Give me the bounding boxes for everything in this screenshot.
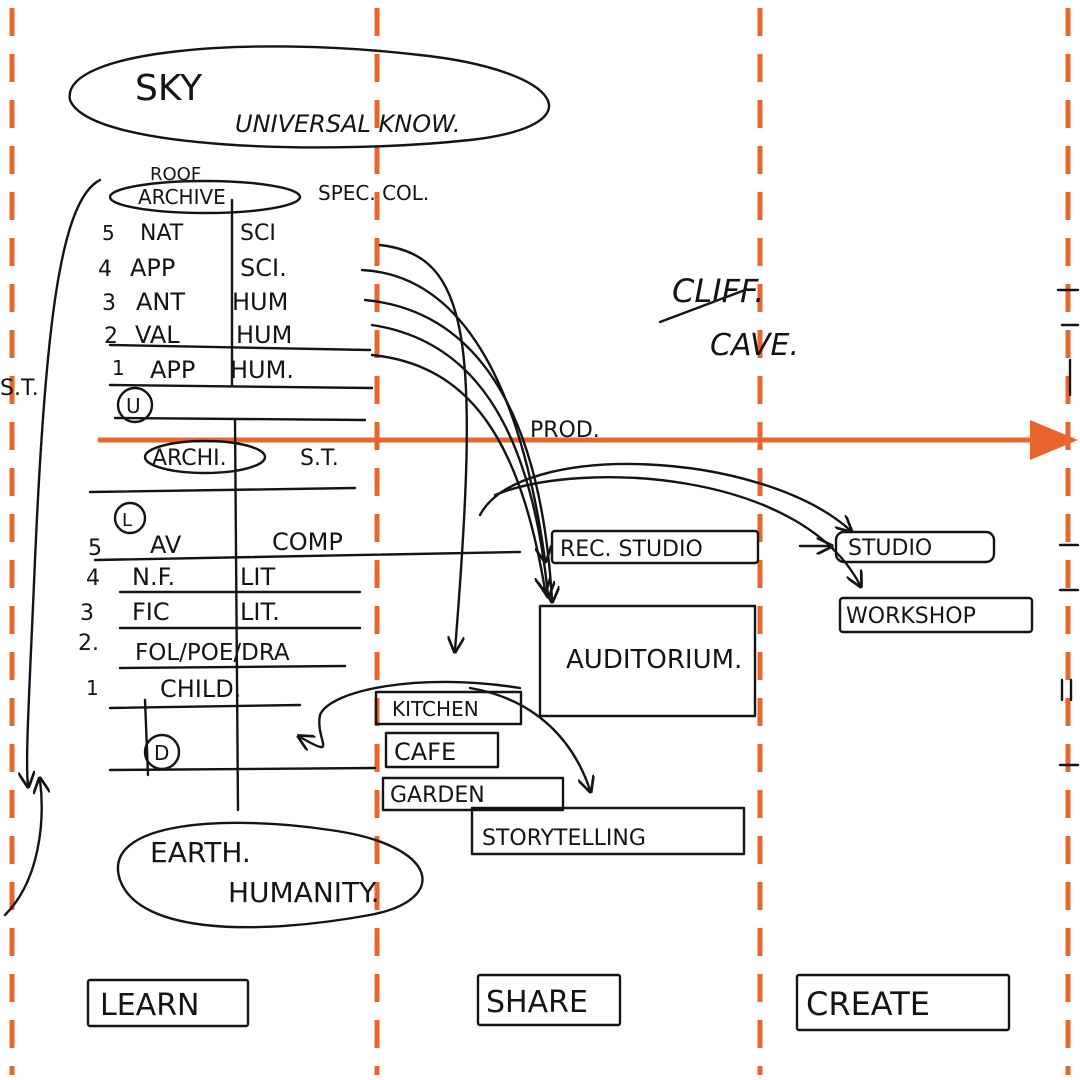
auditorium-box [538, 604, 757, 718]
upper-shelf-left: VAL [135, 321, 180, 349]
earth-label: EARTH. [150, 836, 251, 869]
lower-shelf-left: N.F. [132, 563, 175, 591]
lower-shelf-num: 5 [88, 536, 102, 561]
lower-shelf-left: FOL/POE/DRA [135, 640, 290, 666]
sky-cloud [68, 45, 551, 149]
learn-box [86, 978, 250, 1028]
horizon-arrow [98, 420, 1078, 460]
upper-shelf-left: APP [130, 254, 175, 282]
universal-knowledge-label: UNIVERSAL KNOW. [235, 110, 461, 138]
lower-shelf-num: 1 [86, 676, 99, 700]
upper-shelf-right: HUM. [230, 356, 294, 384]
cafe-box [384, 731, 500, 769]
rec-studio-label: REC. STUDIO [560, 537, 703, 562]
auditorium-label: AUDITORIUM. [566, 645, 742, 675]
studio-box [834, 530, 996, 564]
lower-shelf-left: AV [150, 531, 182, 559]
lower-shelf-num: 2. [78, 631, 99, 656]
storytelling-label: STORYTELLING [482, 826, 646, 851]
archi-oval [143, 439, 267, 475]
upper-shelf-left: APP [150, 356, 195, 384]
upper-shelf-num: 1 [112, 356, 125, 380]
kitchen-box [374, 690, 523, 726]
spec-col-label: SPEC. COL. [318, 181, 429, 205]
zone-learn-label: LEARN [100, 988, 199, 1023]
workshop-label: WORKSHOP [846, 604, 976, 629]
archive-oval [108, 179, 302, 215]
lower-shelf-left: CHILD. [160, 675, 241, 703]
lower-level-mark: L [122, 510, 132, 531]
st-left-label: S.T. [0, 376, 39, 401]
upper-shelf-num: 3 [102, 291, 116, 316]
upper-shelf-right: SCI [240, 221, 276, 246]
share-box [476, 973, 622, 1027]
upper-shelf-left: ANT [136, 288, 185, 316]
kitchen-label: KITCHEN [392, 697, 479, 721]
zone-share-label: SHARE [486, 985, 588, 1020]
ground-level-circle [143, 733, 181, 771]
upper-shelf-right: SCI. [240, 254, 287, 282]
upper-shelf-num: 5 [102, 221, 115, 245]
st-right-label: S.T. [300, 446, 339, 471]
lower-shelf-right: LIT. [240, 598, 280, 626]
sky-label: SKY [135, 68, 203, 109]
humanity-label: HUMANITY. [228, 876, 380, 909]
lower-shelf-left: FIC [132, 598, 170, 626]
cliff-label: CLIFF. [672, 272, 764, 310]
create-box [795, 973, 1011, 1032]
lower-shelf-num: 4 [86, 566, 100, 591]
sketch-labels: SKY UNIVERSAL KNOW. ROOF ARCHIVE SPEC. C… [0, 68, 976, 1023]
workshop-box [838, 596, 1034, 634]
studio-label: STUDIO [848, 536, 932, 561]
ground-level-mark: D [154, 741, 169, 765]
upper-level-mark: U [126, 394, 141, 418]
archive-label: ARCHIVE [138, 185, 226, 209]
archi-label: ARCHI. [152, 446, 227, 471]
prod-label: PROD. [530, 418, 600, 443]
zone-dividers [9, 8, 1071, 1075]
roof-label: ROOF [150, 164, 201, 185]
earth-cloud [116, 821, 424, 929]
storytelling-box [470, 806, 746, 856]
lower-shelf-right: LIT [240, 563, 275, 591]
upper-shelf-left: NAT [140, 221, 184, 246]
cave-label: CAVE. [710, 328, 799, 363]
upper-shelf-right: HUM [232, 288, 288, 316]
lower-level-circle [113, 501, 147, 535]
lower-shelf-right: COMP [272, 528, 343, 556]
garden-label: GARDEN [390, 783, 485, 808]
lower-shelf-num: 3 [80, 601, 94, 626]
cafe-label: CAFE [394, 738, 456, 766]
upper-level-circle [116, 386, 154, 424]
upper-shelf-num: 4 [98, 257, 112, 282]
sketch-strokes [3, 45, 1080, 1032]
upper-shelf-right: HUM [236, 321, 292, 349]
zone-create-label: CREATE [806, 985, 930, 1023]
upper-shelf-num: 2 [104, 324, 118, 349]
